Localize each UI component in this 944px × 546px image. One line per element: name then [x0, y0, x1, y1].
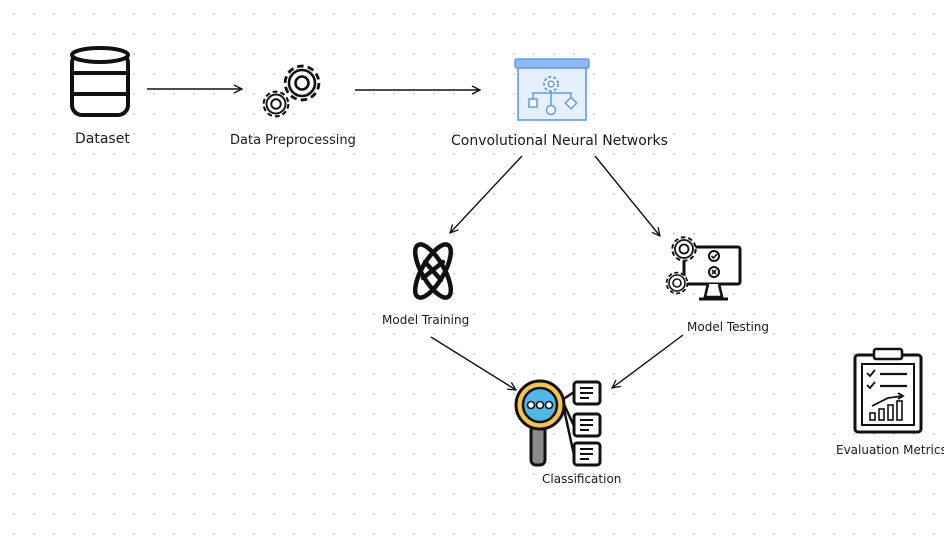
edge-cnn-testing	[594, 155, 660, 236]
edge-testing-classification	[612, 334, 684, 388]
gears-icon	[262, 64, 321, 118]
node-label-dataset: Dataset	[75, 131, 130, 147]
node-label-classification: Classification	[542, 472, 622, 486]
node-label-evaluation: Evaluation Metrics	[836, 443, 944, 457]
monitor-gears-icon	[665, 236, 742, 301]
edges	[147, 89, 684, 390]
database-icon	[70, 46, 130, 117]
clipboard-chart-icon	[853, 347, 923, 434]
node-label-testing: Model Testing	[687, 320, 770, 334]
edge-training-classification	[430, 336, 516, 390]
flowchart-board-icon	[514, 58, 590, 121]
atom-icon	[412, 242, 454, 300]
node-label-preprocessing: Data Preprocessing	[230, 133, 356, 148]
node-label-cnn: Convolutional Neural Networks	[451, 133, 668, 149]
magnifier-list-icon	[514, 379, 602, 467]
edge-cnn-training	[450, 155, 523, 233]
node-label-training: Model Training	[382, 313, 470, 327]
